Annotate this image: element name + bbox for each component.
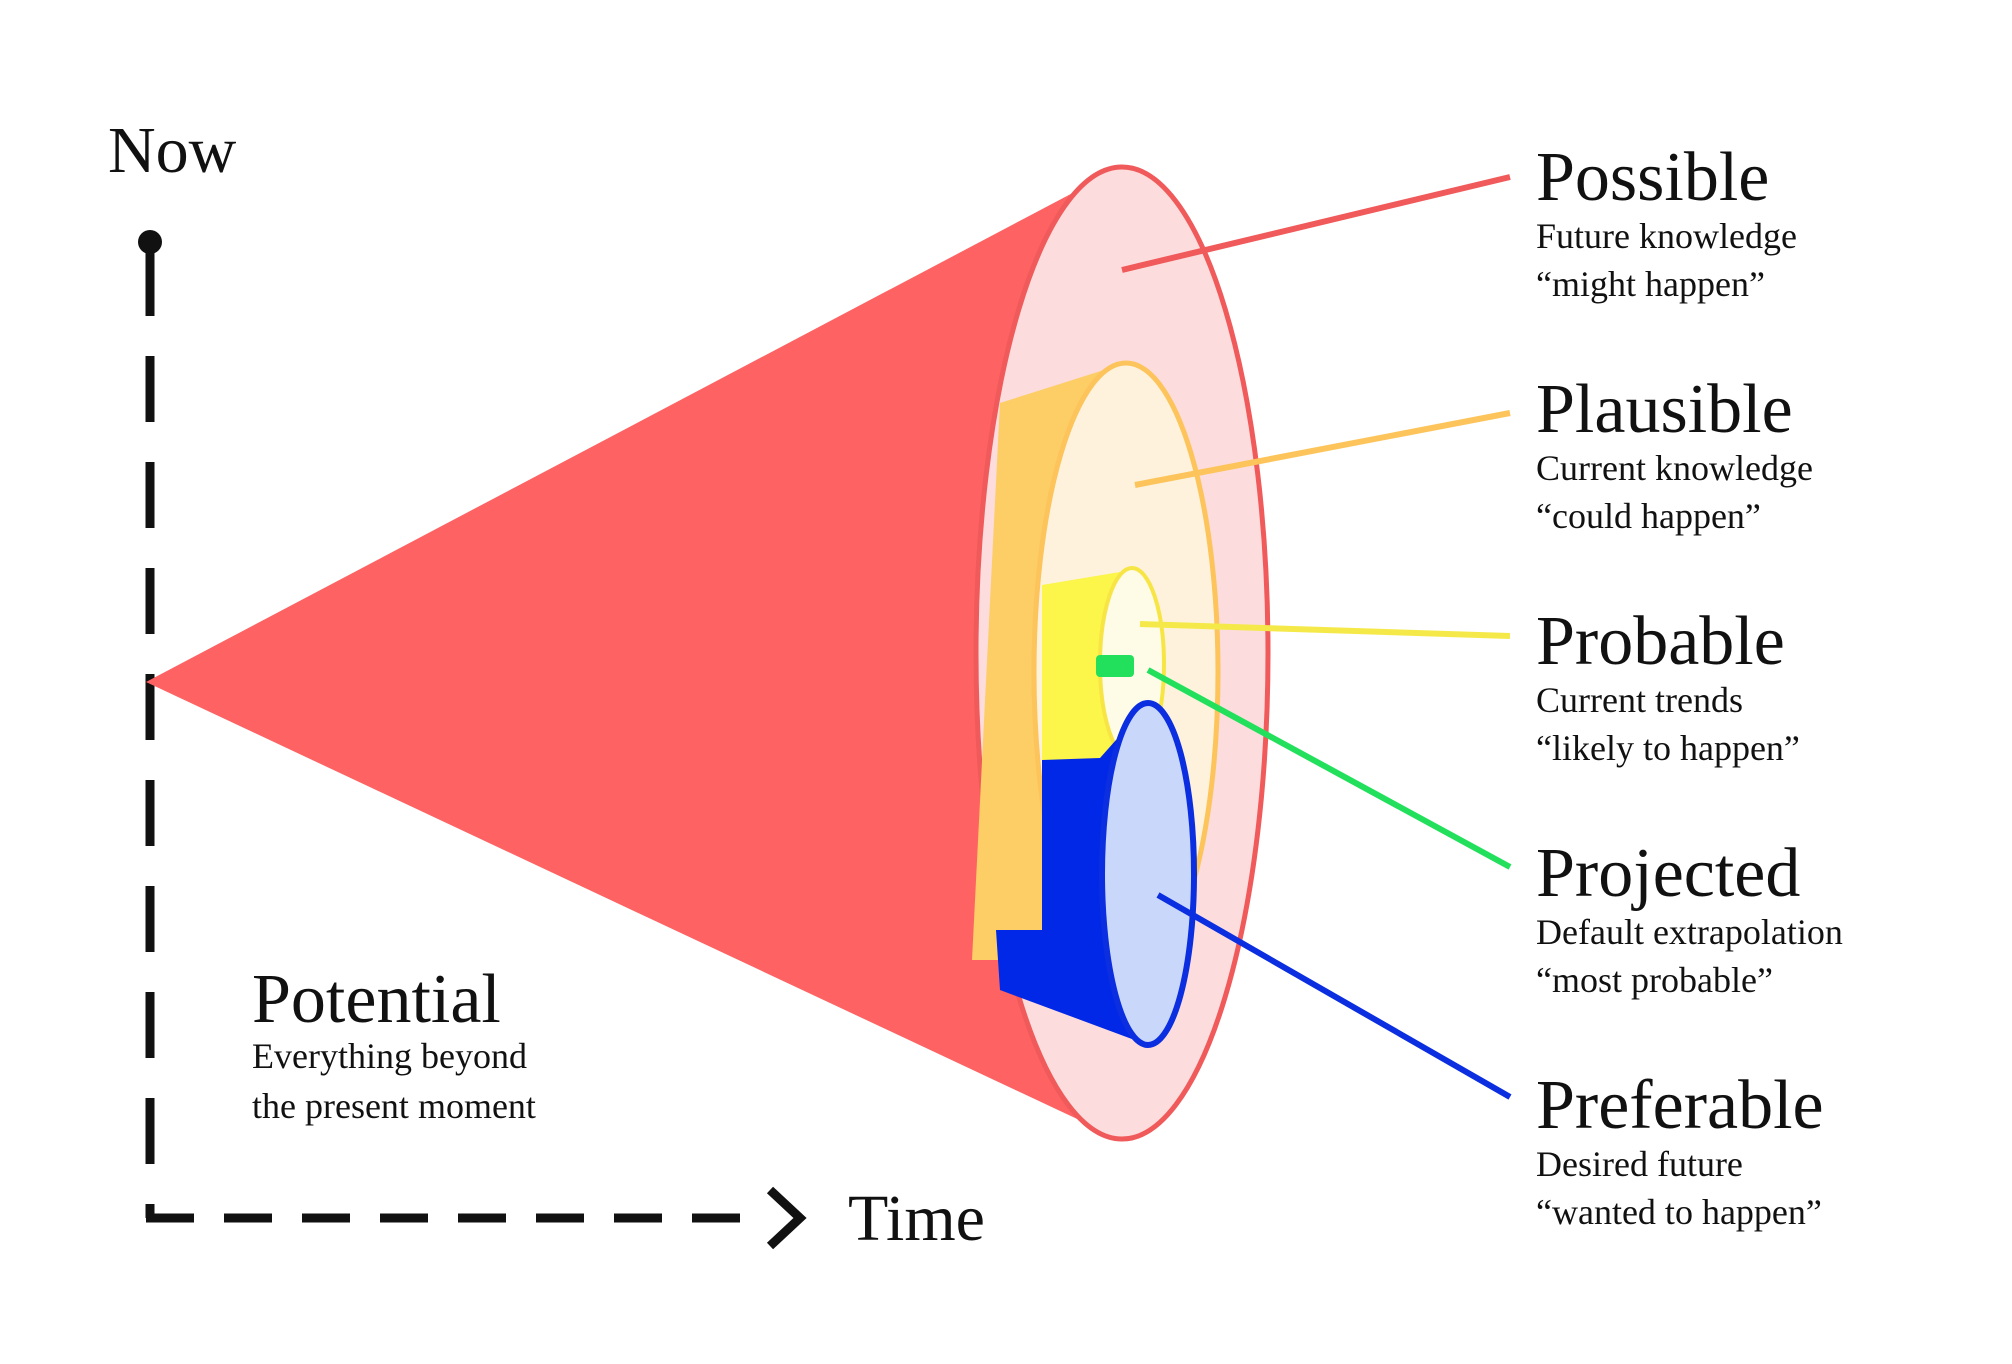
potential-line-1: Everything beyond xyxy=(252,1036,527,1076)
preferable-title: Preferable xyxy=(1536,1067,1824,1144)
leader-lines xyxy=(1121,174,1512,1100)
preferable-label-group: Preferable Desired future “wanted to hap… xyxy=(1536,1067,1824,1232)
axes: Now Time xyxy=(108,114,985,1255)
plausible-title: Plausible xyxy=(1536,371,1793,448)
probable-label-group: Probable Current trends “likely to happe… xyxy=(1536,603,1800,768)
plausible-leader-line xyxy=(1134,410,1511,488)
projected-title: Projected xyxy=(1536,835,1800,912)
preferable-leader-line xyxy=(1156,892,1512,1100)
potential-line-2: the present moment xyxy=(252,1086,536,1126)
preferable-line-2: “wanted to happen” xyxy=(1536,1192,1822,1232)
possible-label-group: Possible Future knowledge “might happen” xyxy=(1536,139,1797,304)
possible-title: Possible xyxy=(1536,139,1769,216)
possible-line-2: “might happen” xyxy=(1536,264,1765,304)
projected-leader-line xyxy=(1146,667,1512,870)
projected-line-2: “most probable” xyxy=(1536,960,1773,1000)
potential-title: Potential xyxy=(252,961,501,1038)
potential-label-group: Potential Everything beyond the present … xyxy=(252,961,536,1126)
now-marker-dot xyxy=(138,230,162,254)
now-label: Now xyxy=(108,114,237,187)
possible-line-1: Future knowledge xyxy=(1536,216,1797,256)
projected-marker xyxy=(1096,655,1134,677)
probable-line-2: “likely to happen” xyxy=(1536,728,1800,768)
plausible-line-1: Current knowledge xyxy=(1536,448,1813,488)
time-label: Time xyxy=(848,1182,985,1255)
possible-cone-body xyxy=(146,167,1122,1140)
possible-leader-line xyxy=(1121,174,1511,273)
time-arrow-head xyxy=(766,1186,807,1250)
probable-line-1: Current trends xyxy=(1536,680,1743,720)
preferable-line-1: Desired future xyxy=(1536,1144,1743,1184)
projected-label-group: Projected Default extrapolation “most pr… xyxy=(1536,835,1843,1000)
plausible-label-group: Plausible Current knowledge “could happe… xyxy=(1536,371,1813,536)
probable-title: Probable xyxy=(1536,603,1785,680)
projected-line-1: Default extrapolation xyxy=(1536,912,1843,952)
preferable-ellipse xyxy=(1099,700,1197,1048)
plausible-line-2: “could happen” xyxy=(1536,496,1761,536)
probable-leader-line xyxy=(1139,621,1511,639)
futures-cone xyxy=(146,164,1271,1142)
